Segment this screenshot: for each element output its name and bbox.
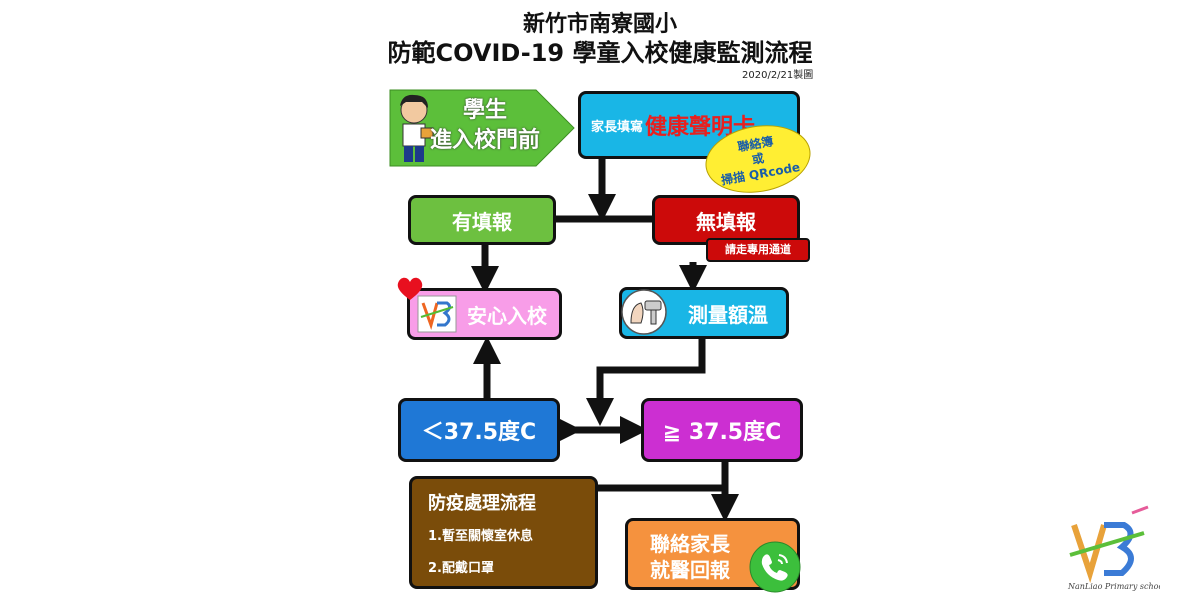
parent-small-text: 家長填寫 <box>591 119 644 135</box>
forehead-thermometer-icon <box>621 289 667 335</box>
above-37-5-box: ≧ 37.5度C <box>641 398 803 462</box>
phone-icon <box>749 541 801 593</box>
heart-icon <box>397 277 423 300</box>
page-title: 防範COVID-19 學童入校健康監測流程 <box>387 39 813 67</box>
epidemic-procedure-box: 防疫處理流程 1.暫至關懷室休息 2.配戴口罩 <box>409 476 598 589</box>
student-label: 學生 進入校門前 <box>429 98 540 153</box>
reported-box: 有填報 <box>408 195 556 245</box>
connector-temp-down <box>586 339 706 426</box>
corner-logo-icon: NanLiao Primary school <box>1067 505 1160 591</box>
date-label: 2020/2/21製圖 <box>742 70 814 81</box>
special-channel-tag: 請走專用通道 <box>706 238 810 262</box>
student-arrow-shape <box>389 89 575 167</box>
corner-logo-text: NanLiao Primary school <box>1067 582 1160 591</box>
student-figure-icon <box>400 94 434 162</box>
school-name: 新竹市南寮國小 <box>522 12 677 37</box>
procedure-step-2: 2.配戴口罩 <box>428 561 494 576</box>
not-reported-box: 無填報 <box>652 195 800 245</box>
below-37-5-box: ＜37.5度C <box>398 398 560 462</box>
procedure-step-1: 1.暫至關懷室休息 <box>428 529 533 544</box>
school-logo-icon <box>417 295 457 333</box>
contact-parent-box: 聯絡家長 就醫回報 <box>625 518 800 590</box>
procedure-title: 防疫處理流程 <box>428 493 536 514</box>
